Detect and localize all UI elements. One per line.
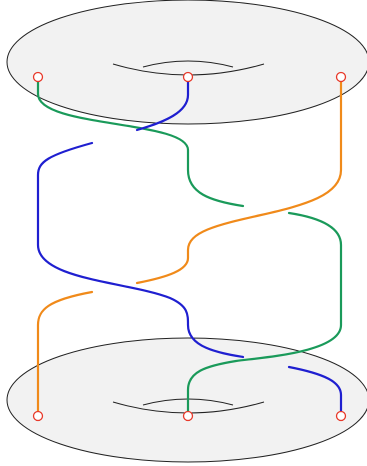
bottom-left-endpoint [32, 410, 44, 422]
top-middle-endpoint [182, 71, 194, 83]
top-endpoints [32, 71, 347, 83]
orange-strand-segment [36, 290, 94, 417]
orange-strand-segment [135, 75, 343, 285]
top-torus [6, 0, 367, 125]
top-torus-surface [6, 0, 367, 125]
top-left-endpoint [32, 71, 44, 83]
bottom-right-endpoint [335, 410, 347, 422]
orange-strand [36, 75, 343, 417]
blue-strand-segment [287, 365, 343, 417]
blue-strand-segment [135, 75, 190, 132]
green-strand [36, 75, 343, 417]
blue-strand-segment [36, 141, 245, 359]
green-strand-segment [36, 75, 245, 208]
top-torus-hole-upper-arc [142, 60, 234, 68]
top-right-endpoint [335, 71, 347, 83]
green-strand-segment [186, 211, 343, 417]
bottom-endpoints [32, 410, 347, 422]
blue-strand [36, 75, 343, 417]
bottom-middle-endpoint [182, 410, 194, 422]
